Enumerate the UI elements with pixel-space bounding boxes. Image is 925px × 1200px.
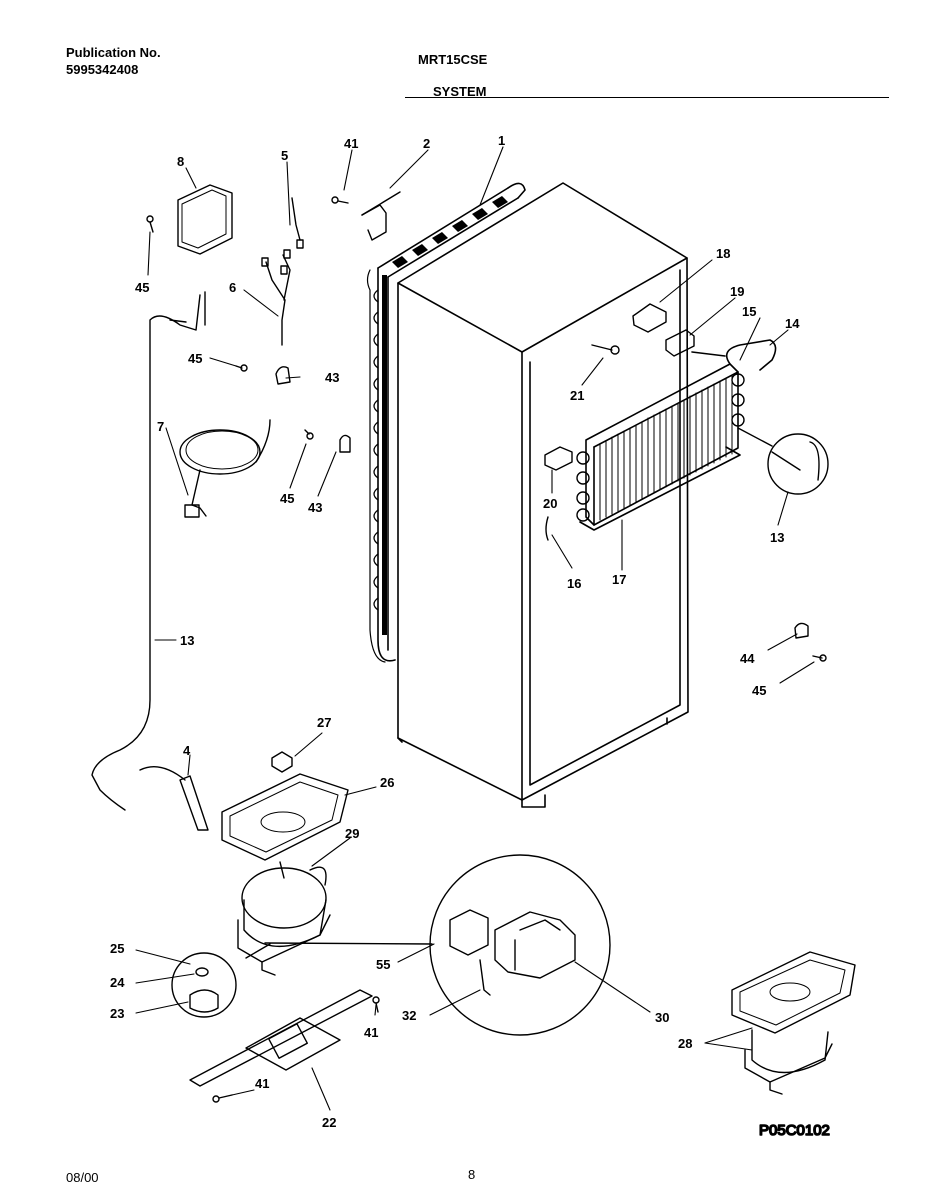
part-label-6: 6 — [229, 280, 236, 295]
part-label-13: 13 — [180, 633, 194, 648]
part-label-41: 41 — [344, 136, 358, 151]
footer-date: 08/00 — [66, 1170, 99, 1185]
part-label-18: 18 — [716, 246, 730, 261]
compressor-assembly-28 — [731, 951, 856, 1095]
part-label-5: 5 — [281, 148, 288, 163]
part-label-16: 16 — [567, 576, 581, 591]
relay-detail — [245, 854, 611, 1036]
part-label-45: 45 — [135, 280, 149, 295]
part-label-29: 29 — [345, 826, 359, 841]
part-label-8: 8 — [177, 154, 184, 169]
model-number: MRT15CSE — [418, 52, 488, 67]
publication-label: Publication No. — [66, 45, 161, 60]
part-label-45: 45 — [752, 683, 766, 698]
part-label-44: 44 — [740, 651, 755, 666]
leader-lines — [135, 146, 815, 1111]
compressor-drawing — [171, 861, 380, 1103]
part-label-28: 28 — [678, 1036, 692, 1051]
evaporator-drawing — [576, 339, 777, 531]
part-label-45: 45 — [280, 491, 294, 506]
part-label-25: 25 — [110, 941, 124, 956]
part-label-15: 15 — [742, 304, 756, 319]
cabinet-drawing — [366, 182, 689, 808]
part-label-22: 22 — [322, 1115, 336, 1130]
part-label-26: 26 — [380, 775, 394, 790]
part-label-41: 41 — [364, 1025, 378, 1040]
part-label-2: 2 — [423, 136, 430, 151]
part-label-27: 27 — [317, 715, 331, 730]
part-label-55: 55 — [376, 957, 390, 972]
part-label-30: 30 — [655, 1010, 669, 1025]
publication-number: 5995342408 — [66, 62, 139, 77]
section-title: SYSTEM — [433, 84, 487, 99]
diagram-code: P05C0102 — [759, 1122, 830, 1139]
part-label-7: 7 — [157, 419, 164, 434]
header-rule — [405, 97, 889, 98]
part-label-41: 41 — [255, 1076, 269, 1091]
part-label-1: 1 — [498, 133, 505, 148]
part-label-14: 14 — [785, 316, 800, 331]
part-label-43: 43 — [308, 500, 322, 515]
part-label-43: 43 — [325, 370, 339, 385]
part-labels: 1 2 41 5 8 45 6 45 43 7 45 43 18 19 15 1… — [110, 133, 800, 1130]
part-label-32: 32 — [402, 1008, 416, 1023]
part-label-24: 24 — [110, 975, 125, 990]
part-label-45: 45 — [188, 351, 202, 366]
part-label-19: 19 — [730, 284, 744, 299]
part-label-17: 17 — [612, 572, 626, 587]
part-label-20: 20 — [543, 496, 557, 511]
part-label-4: 4 — [183, 743, 191, 758]
footer-page-number: 8 — [468, 1167, 476, 1182]
part-label-21: 21 — [570, 388, 584, 403]
part-label-13: 13 — [770, 530, 784, 545]
part-label-23: 23 — [110, 1006, 124, 1021]
small-parts — [91, 184, 829, 861]
